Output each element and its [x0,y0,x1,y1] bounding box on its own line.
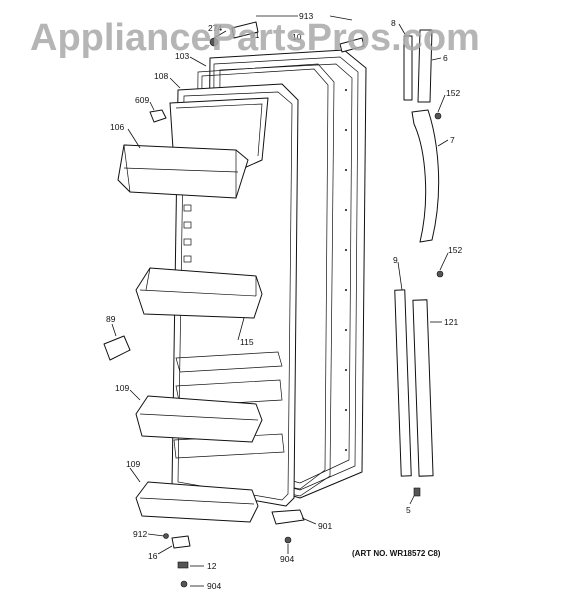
label-16: 16 [148,551,158,561]
label-109-upper: 109 [115,383,129,393]
part-913-piece [231,21,259,39]
art-number: (ART NO. WR18572 C8) [352,549,441,558]
label-5: 5 [406,505,411,515]
part-16-piece [171,535,191,549]
label-274: 274 [208,23,222,33]
trim-8 [403,35,413,101]
label-904-right: 904 [280,554,294,564]
label-152-top: 152 [446,88,460,98]
label-913: 913 [299,11,313,21]
door-bin-109-lower [135,481,259,523]
trim-9 [394,289,412,477]
label-904-bottom: 904 [207,581,221,591]
label-121: 121 [444,317,458,327]
light-switch-609 [149,109,167,123]
label-12: 12 [207,561,217,571]
bottom-small-parts [163,509,305,588]
screw-152-bottom [436,270,444,278]
flange-screw-holes [345,89,347,451]
clip-5 [413,487,421,497]
part-labels: 913 274 91 10 103 108 609 106 8 6 152 7 … [106,11,462,591]
label-115: 115 [240,337,254,347]
label-89: 89 [106,314,116,324]
handle-cap-6 [417,29,433,103]
watermark: AppliancePartsPros.com [30,17,480,59]
top-small-parts [209,21,365,53]
label-152-bottom: 152 [448,245,462,255]
label-6: 6 [443,53,448,63]
part-10-piece [339,37,365,53]
label-108: 108 [154,71,168,81]
part-912-piece [163,533,169,539]
handle-7 [411,109,440,243]
label-9: 9 [393,255,398,265]
label-609: 609 [135,95,149,105]
dairy-compartment [117,97,269,199]
part-12-piece [177,561,189,569]
door-bin-115 [135,267,263,319]
label-901: 901 [318,521,332,531]
leader-lines [111,15,449,587]
part-904-screw [284,536,292,544]
label-10: 10 [292,32,302,42]
label-8: 8 [391,18,396,28]
label-7: 7 [450,135,455,145]
handle-assembly [394,29,444,497]
label-91: 91 [250,30,260,40]
part-901-piece [271,509,305,525]
screw-152-top [434,112,442,120]
label-109-lower: 109 [126,459,140,469]
label-912: 912 [133,529,147,539]
label-103: 103 [175,51,189,61]
label-106: 106 [110,122,124,132]
door-bin-109-upper [135,395,263,443]
part-89-cover [103,335,131,361]
liner-pegs [183,204,192,263]
part-904-screw-bottom [180,580,188,588]
bar-121 [412,299,434,477]
